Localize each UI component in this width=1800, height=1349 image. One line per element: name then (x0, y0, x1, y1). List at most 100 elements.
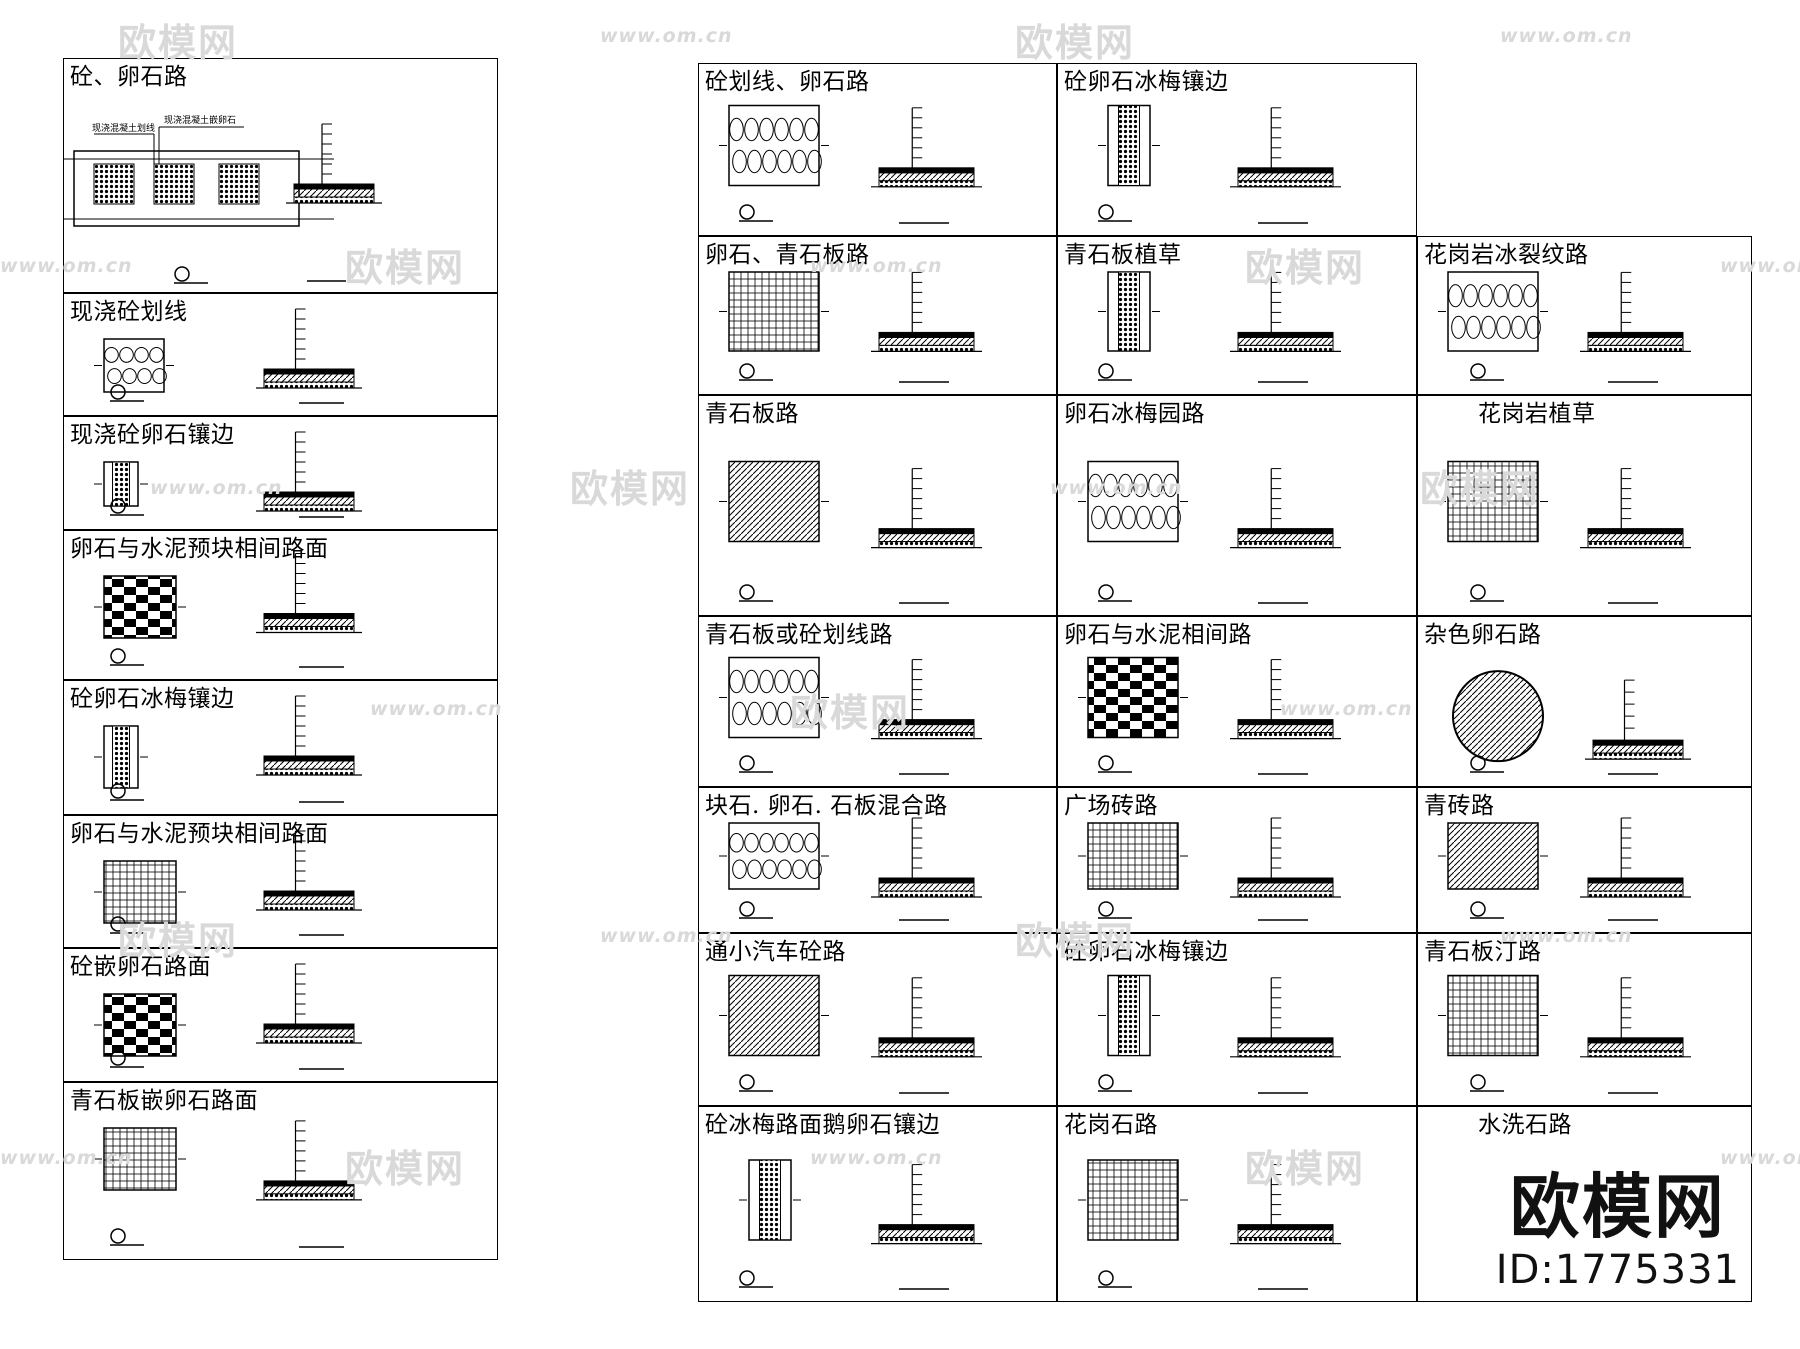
detail-drawing (1078, 1159, 1341, 1290)
detail-cell: 花岗岩植草 (1417, 395, 1752, 616)
scale-marker (110, 498, 144, 516)
plan-view (719, 460, 829, 543)
plan-view (94, 575, 186, 639)
detail-cell: 砼冰梅路面鹅卵石镶边 (698, 1106, 1057, 1302)
detail-drawing (1078, 817, 1341, 921)
section-view (1580, 817, 1691, 898)
detail-title: 花岗石路 (1064, 1112, 1158, 1138)
section-view (256, 963, 362, 1044)
watermark-logo: 欧模网 (1015, 21, 1136, 65)
plan-view (1078, 1159, 1188, 1241)
brand-id: ID:1775331 (1495, 1247, 1740, 1293)
detail-drawing (719, 974, 982, 1094)
plan-view (1438, 271, 1548, 352)
watermark-logo: 欧模网 (570, 467, 691, 511)
round-plan-view (1452, 670, 1544, 763)
leader-note: 现浇混凝土划线 (92, 122, 155, 134)
detail-cell: 卵石与水泥预块相间路面 (63, 815, 498, 948)
detail-drawing (1078, 460, 1341, 604)
detail-drawing (739, 1159, 982, 1290)
detail-drawing (94, 553, 362, 668)
section-view (1230, 659, 1341, 740)
detail-drawing (1438, 271, 1691, 383)
detail-cell: 卵石冰梅园路 (1057, 395, 1417, 616)
detail-title: 青石板植草 (1064, 242, 1182, 268)
detail-drawing (94, 431, 362, 518)
plan-view (94, 860, 186, 924)
detail-title: 块石. 卵石. 石板混合路 (705, 793, 948, 819)
plan-view (1438, 822, 1548, 890)
plan-view (94, 993, 186, 1057)
plan-view (94, 725, 148, 789)
detail-drawing (1078, 656, 1341, 775)
scale-marker (1470, 1074, 1504, 1092)
plan-view (1098, 974, 1160, 1057)
section-view (871, 1164, 982, 1245)
detail-cell: 块石. 卵石. 石板混合路 (698, 787, 1057, 933)
detail-cell: 青石板或砼划线路 (698, 616, 1057, 787)
scale-marker (739, 584, 773, 602)
plan-view (1078, 656, 1188, 739)
detail-drawing (1452, 670, 1691, 775)
scale-marker (1098, 584, 1132, 602)
plan-view (1078, 460, 1188, 543)
scale-marker (1470, 901, 1504, 919)
detail-drawing (94, 963, 362, 1070)
detail-title: 卵石冰梅园路 (1064, 401, 1205, 427)
detail-drawing (1098, 974, 1341, 1094)
detail-cell: 杂色卵石路 (1417, 616, 1752, 787)
detail-title: 现浇砼卵石镶边 (70, 422, 235, 448)
section-view (256, 308, 362, 389)
scale-marker (1098, 1074, 1132, 1092)
detail-title: 青砖路 (1424, 793, 1495, 819)
detail-drawing (719, 817, 982, 921)
detail-title: 砼卵石冰梅镶边 (1064, 939, 1229, 965)
scale-marker (110, 783, 144, 801)
section-view (871, 659, 982, 740)
detail-cell: 青石板嵌卵石路面 (63, 1082, 498, 1260)
section-view (1580, 468, 1691, 549)
section-view (871, 817, 982, 898)
detail-drawing (94, 308, 362, 404)
detail-drawing (94, 830, 362, 936)
section-view (256, 1120, 362, 1201)
detail-cell: 青石板路 (698, 395, 1057, 616)
detail-cell: 砼卵石冰梅镶边 (63, 680, 498, 815)
scale-marker (1098, 1270, 1132, 1288)
detail-cell: 青石板汀路 (1417, 933, 1752, 1106)
detail-title: 砼卵石冰梅镶边 (70, 686, 235, 712)
plan-view (94, 461, 148, 507)
detail-cell: 砼、卵石路现浇混凝土划线现浇混凝土嵌卵石 (63, 58, 498, 293)
detail-title: 卵石、青石板路 (705, 242, 870, 268)
section-view (256, 431, 362, 512)
scale-marker (174, 266, 208, 284)
plan-view (719, 822, 829, 890)
detail-drawing (1438, 974, 1691, 1094)
section-view (256, 553, 362, 634)
detail-title: 青石板嵌卵石路面 (70, 1088, 258, 1114)
detail-drawing (1438, 460, 1691, 604)
plan-view (1078, 822, 1188, 890)
detail-title: 现浇砼划线 (70, 299, 188, 325)
scale-marker (1098, 755, 1132, 773)
detail-title: 砼嵌卵石路面 (70, 954, 211, 980)
detail-drawing (719, 104, 982, 224)
detail-drawing (94, 695, 362, 803)
detail-title: 卵石与水泥预块相间路面 (70, 536, 329, 562)
detail-cell: 花岗岩冰裂纹路 (1417, 236, 1752, 395)
detail-title: 青石板路 (705, 401, 799, 427)
leader-note: 现浇混凝土嵌卵石 (164, 114, 236, 126)
section-view (871, 107, 982, 188)
detail-title: 砼、卵石路 (70, 64, 188, 90)
section-view (1580, 271, 1691, 353)
scale-marker (1098, 363, 1132, 381)
detail-title: 通小汽车砼路 (705, 939, 846, 965)
plan-view (94, 338, 174, 393)
plan-view (1438, 974, 1548, 1057)
detail-title: 杂色卵石路 (1424, 622, 1542, 648)
scale-marker (110, 384, 144, 402)
section-view (286, 123, 382, 204)
detail-cell: 砼卵石冰梅镶边 (1057, 63, 1417, 236)
plan-view (1098, 104, 1160, 187)
scale-marker (739, 363, 773, 381)
